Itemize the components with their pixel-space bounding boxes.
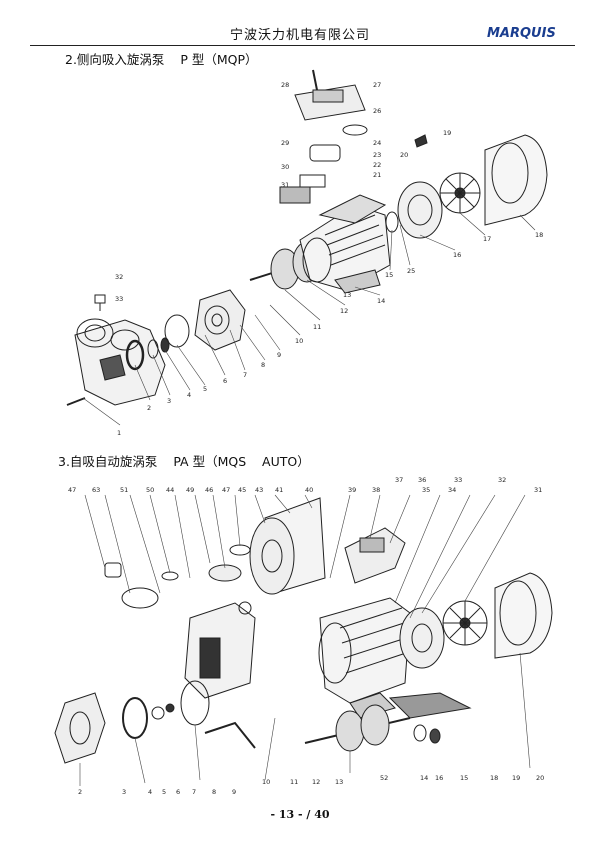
- callout-mqs-top-20: 32: [498, 476, 506, 484]
- callout-mqp-11: 11: [313, 323, 321, 331]
- callout-mqs-top-18: 34: [448, 486, 456, 494]
- callout-mqs-top-9: 45: [238, 486, 246, 494]
- cooling-fan-part: [439, 172, 481, 214]
- callout-mqs-bottom-11: 12: [312, 778, 320, 786]
- section-title-mqs-auto: 3.自吸自动旋涡泵 PA 型（MQS AUTO）: [58, 454, 310, 469]
- callout-mqs-bottom-13: 52: [380, 774, 388, 782]
- callout-mqs-top-5: 44: [166, 486, 174, 494]
- callout-mqp-8: 8: [261, 361, 265, 369]
- callout-mqs-bottom-15: 15: [460, 774, 468, 782]
- callout-mqp-33: 33: [115, 295, 123, 303]
- pump-body-part: [74, 318, 166, 406]
- callout-mqp-5: 5: [203, 385, 207, 393]
- callout-mqs-bottom-3: 4: [148, 788, 152, 796]
- callout-mqp-12: 12: [340, 307, 348, 315]
- callout-mqp-9: 9: [277, 351, 281, 359]
- callout-mqp-29: 29: [281, 139, 289, 147]
- callout-mqs-bottom-16: 16: [435, 774, 443, 782]
- callout-mqs-bottom-10: 11: [290, 778, 298, 786]
- callout-mqs-top-12: 40: [305, 486, 313, 494]
- callout-mqp-26: 26: [373, 107, 381, 115]
- callout-mqp-18: 18: [535, 231, 543, 239]
- callout-mqp-21: 21: [373, 171, 381, 179]
- callout-mqs-bottom-7: 8: [212, 788, 216, 796]
- motor-housing-part: [299, 194, 391, 294]
- callout-mqs-top-11: 41: [275, 486, 283, 494]
- callout-mqs-bottom-19: 20: [536, 774, 544, 782]
- callout-mqs-top-14: 38: [372, 486, 380, 494]
- callout-mqs-top-8: 47: [222, 486, 230, 494]
- callout-mqp-31: 31: [281, 181, 289, 189]
- callout-mqs-top-13: 39: [348, 486, 356, 494]
- exploded-diagram-mqp: 1 2 3 4 5 6 7 8 9 10 11 12 13 14 15 16 1…: [66, 69, 548, 437]
- callout-mqs-top-17: 35: [422, 486, 430, 494]
- callout-mqp-1: 1: [117, 429, 121, 437]
- callout-mqs-bottom-9: 10: [262, 778, 270, 786]
- callout-mqs-top-19: 33: [454, 476, 462, 484]
- cooling-fan-part: [442, 600, 488, 646]
- callout-mqp-2: 2: [147, 404, 151, 412]
- callout-mqs-bottom-4: 5: [162, 788, 166, 796]
- callout-mqp-17: 17: [483, 235, 491, 243]
- callout-mqs-top-2: 63: [92, 486, 100, 494]
- callout-mqp-23: 23: [373, 151, 381, 159]
- callout-mqs-top-3: 51: [120, 486, 128, 494]
- callout-mqp-7: 7: [243, 371, 247, 379]
- callout-mqp-3: 3: [167, 397, 171, 405]
- callout-mqs-bottom-2: 3: [122, 788, 126, 796]
- callout-mqp-15: 15: [385, 271, 393, 279]
- callout-mqp-19: 19: [443, 129, 451, 137]
- callout-mqp-10: 10: [295, 337, 303, 345]
- callout-mqs-top-6: 49: [186, 486, 194, 494]
- callout-mqp-20: 20: [400, 151, 408, 159]
- logo-text: MARQUIS: [487, 26, 556, 40]
- callout-mqp-27: 27: [373, 81, 381, 89]
- callout-mqs-top-15: 37: [395, 476, 403, 484]
- callout-mqp-24: 24: [373, 139, 381, 147]
- callout-mqs-top-16: 36: [418, 476, 426, 484]
- callout-mqp-13: 13: [343, 291, 351, 299]
- callout-mqs-bottom-8: 9: [232, 788, 236, 796]
- pump-body-part: [184, 601, 256, 699]
- callout-mqs-bottom-12: 13: [335, 778, 343, 786]
- callout-mqs-top-7: 46: [205, 486, 213, 494]
- callout-mqp-32: 32: [115, 273, 123, 281]
- callout-mqs-bottom-17: 18: [490, 774, 498, 782]
- callout-mqs-top-10: 43: [255, 486, 263, 494]
- callout-mqp-22: 22: [373, 161, 381, 169]
- callout-mqs-bottom-14: 14: [420, 774, 428, 782]
- motor-housing-part: [318, 597, 472, 719]
- callout-mqs-bottom-6: 7: [192, 788, 196, 796]
- company-name: 宁波沃力机电有限公司: [229, 28, 370, 43]
- callout-mqs-bottom-18: 19: [512, 774, 520, 782]
- callout-mqs-bottom-1: 2: [78, 788, 82, 796]
- callout-mqp-28: 28: [281, 81, 289, 89]
- header-divider: [30, 45, 575, 46]
- callout-mqs-bottom-5: 6: [176, 788, 180, 796]
- callout-mqs-top-21: 31: [534, 486, 542, 494]
- marquis-logo: MARQUIS: [487, 26, 556, 40]
- page-number: - 13 - / 40: [270, 808, 330, 821]
- exploded-diagram-mqs-auto: 47 63 51 50 44 49 46 47 45 43 41 40 39 3…: [54, 476, 553, 796]
- section-title-mqp: 2.侧向吸入旋涡泵 P 型（MQP）: [65, 52, 258, 67]
- callout-mqs-top-1: 47: [68, 486, 76, 494]
- callout-mqs-top-4: 50: [146, 486, 154, 494]
- callout-mqp-16: 16: [453, 251, 461, 259]
- callout-mqp-6: 6: [223, 377, 227, 385]
- pressure-tank-part: [249, 497, 326, 595]
- callout-mqp-4: 4: [187, 391, 191, 399]
- callout-mqp-14: 14: [377, 297, 385, 305]
- callout-mqp-30: 30: [281, 163, 289, 171]
- callout-mqp-25: 25: [407, 267, 415, 275]
